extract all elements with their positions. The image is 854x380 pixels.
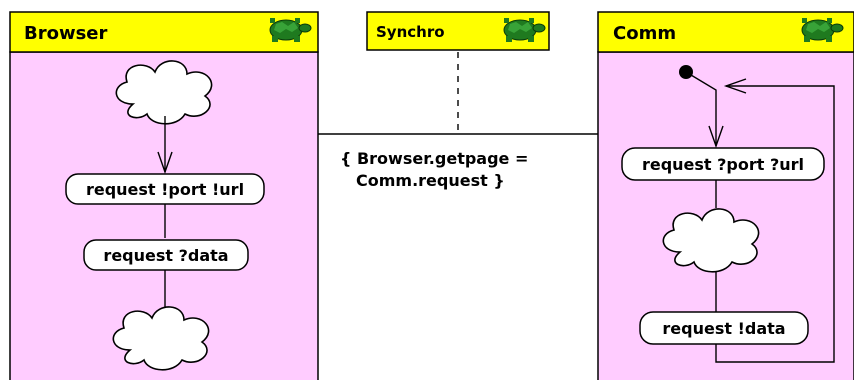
comm-state-2[interactable] <box>639 311 809 345</box>
browser-header <box>9 11 319 53</box>
comm-state-1[interactable] <box>621 147 825 181</box>
comm-loop-arrowhead <box>723 78 747 94</box>
browser-state-1-label: request !port !url <box>86 180 244 199</box>
synchro-constraint: { Browser.getpage = Comm.request } <box>340 148 580 192</box>
comm-initial-transition <box>685 71 717 146</box>
browser-state-2-label: request ?data <box>103 246 228 265</box>
browser-state-2[interactable] <box>83 239 249 271</box>
synchro-constraint-line-1: { Browser.getpage = <box>340 149 529 168</box>
synchro-constraint-line-2: Comm.request } <box>356 171 505 190</box>
comm-state-1-label: request ?port ?url <box>642 155 804 174</box>
browser-arrowhead-1 <box>157 151 173 175</box>
comm-arrowhead-1 <box>708 125 724 149</box>
comm-title: Comm <box>613 23 676 44</box>
browser-title: Browser <box>24 23 108 44</box>
synchro-title: Synchro <box>376 23 445 41</box>
comm-state-2-label: request !data <box>662 319 785 338</box>
comm-loop-transition <box>715 85 835 363</box>
